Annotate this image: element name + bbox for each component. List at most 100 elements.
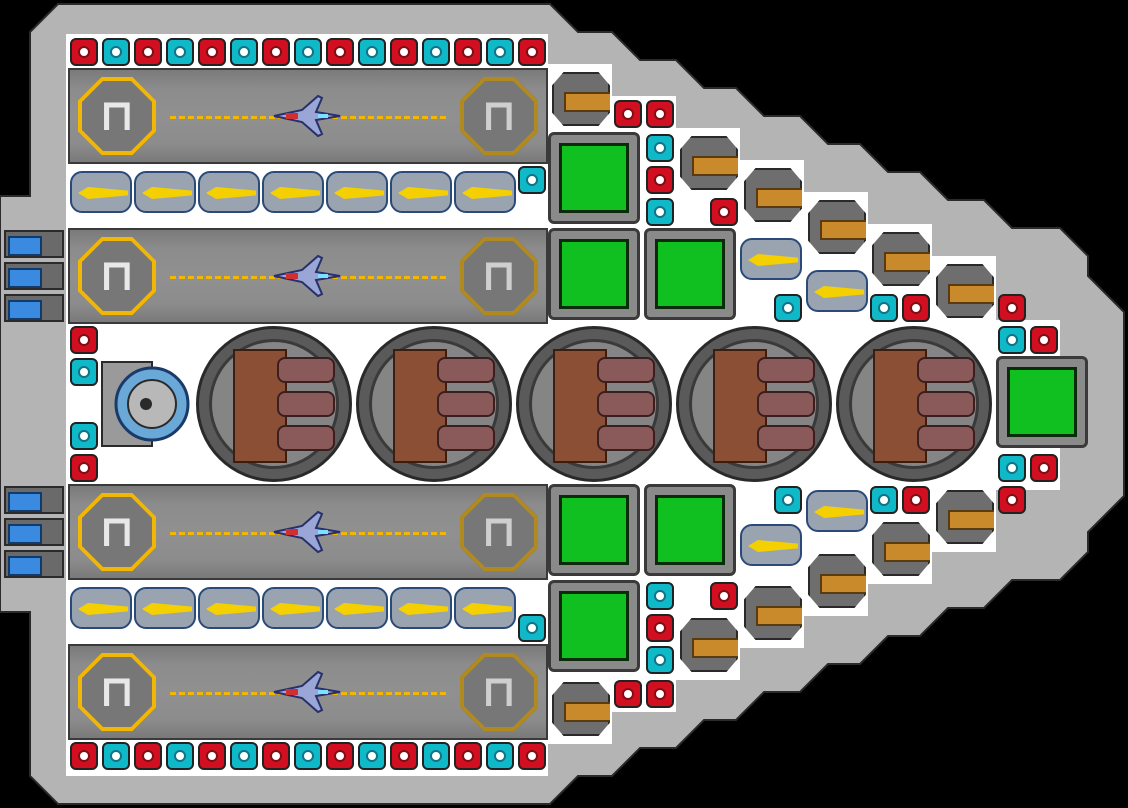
missile-icon[interactable] — [806, 490, 868, 532]
power-node-icon[interactable] — [422, 38, 450, 66]
command-core-icon[interactable] — [100, 358, 190, 450]
reactor-icon[interactable] — [516, 326, 672, 482]
generator-icon[interactable] — [548, 132, 640, 224]
missile-icon[interactable] — [198, 587, 260, 629]
turret-icon[interactable] — [872, 522, 930, 576]
power-node-icon[interactable] — [614, 100, 642, 128]
power-node-icon[interactable] — [134, 742, 162, 770]
power-node-icon[interactable] — [518, 38, 546, 66]
power-node-icon[interactable] — [870, 294, 898, 322]
power-node-icon[interactable] — [166, 742, 194, 770]
turret-icon[interactable] — [680, 618, 738, 672]
turret-icon[interactable] — [744, 168, 802, 222]
power-node-icon[interactable] — [646, 100, 674, 128]
power-node-icon[interactable] — [646, 166, 674, 194]
generator-icon[interactable] — [548, 484, 640, 576]
power-node-icon[interactable] — [774, 486, 802, 514]
power-node-icon[interactable] — [710, 198, 738, 226]
missile-icon[interactable] — [454, 587, 516, 629]
power-node-icon[interactable] — [262, 742, 290, 770]
power-node-icon[interactable] — [454, 742, 482, 770]
landing-pad-icon[interactable]: ⊓ — [460, 237, 538, 315]
missile-icon[interactable] — [262, 171, 324, 213]
power-node-icon[interactable] — [1030, 454, 1058, 482]
power-node-icon[interactable] — [390, 742, 418, 770]
fighter-icon[interactable] — [272, 252, 342, 300]
power-node-icon[interactable] — [646, 582, 674, 610]
missile-icon[interactable] — [70, 171, 132, 213]
missile-icon[interactable] — [70, 587, 132, 629]
power-node-icon[interactable] — [294, 38, 322, 66]
power-node-icon[interactable] — [902, 486, 930, 514]
power-node-icon[interactable] — [70, 326, 98, 354]
turret-icon[interactable] — [808, 554, 866, 608]
power-node-icon[interactable] — [774, 294, 802, 322]
power-node-icon[interactable] — [870, 486, 898, 514]
power-node-icon[interactable] — [454, 38, 482, 66]
reactor-icon[interactable] — [676, 326, 832, 482]
landing-pad-icon[interactable]: ⊓ — [78, 653, 156, 731]
power-node-icon[interactable] — [646, 646, 674, 674]
power-node-icon[interactable] — [518, 614, 546, 642]
landing-pad-icon[interactable]: ⊓ — [78, 493, 156, 571]
power-node-icon[interactable] — [518, 166, 546, 194]
power-node-icon[interactable] — [998, 454, 1026, 482]
power-node-icon[interactable] — [70, 422, 98, 450]
power-node-icon[interactable] — [294, 742, 322, 770]
missile-icon[interactable] — [134, 587, 196, 629]
missile-icon[interactable] — [740, 238, 802, 280]
power-node-icon[interactable] — [326, 742, 354, 770]
missile-icon[interactable] — [134, 171, 196, 213]
power-node-icon[interactable] — [998, 294, 1026, 322]
power-node-icon[interactable] — [422, 742, 450, 770]
landing-pad-icon[interactable]: ⊓ — [460, 493, 538, 571]
generator-icon[interactable] — [548, 580, 640, 672]
power-node-icon[interactable] — [646, 198, 674, 226]
thruster-icon[interactable] — [4, 294, 64, 322]
fighter-icon[interactable] — [272, 508, 342, 556]
power-node-icon[interactable] — [198, 38, 226, 66]
missile-icon[interactable] — [326, 171, 388, 213]
turret-icon[interactable] — [872, 232, 930, 286]
thruster-icon[interactable] — [4, 550, 64, 578]
missile-icon[interactable] — [740, 524, 802, 566]
power-node-icon[interactable] — [1030, 326, 1058, 354]
power-node-icon[interactable] — [166, 38, 194, 66]
generator-icon[interactable] — [644, 228, 736, 320]
thruster-icon[interactable] — [4, 262, 64, 290]
missile-icon[interactable] — [262, 587, 324, 629]
power-node-icon[interactable] — [614, 680, 642, 708]
turret-icon[interactable] — [552, 72, 610, 126]
missile-icon[interactable] — [454, 171, 516, 213]
landing-pad-icon[interactable]: ⊓ — [78, 237, 156, 315]
turret-icon[interactable] — [936, 264, 994, 318]
power-node-icon[interactable] — [198, 742, 226, 770]
generator-icon[interactable] — [996, 356, 1088, 448]
missile-icon[interactable] — [198, 171, 260, 213]
turret-icon[interactable] — [936, 490, 994, 544]
power-node-icon[interactable] — [102, 38, 130, 66]
power-node-icon[interactable] — [646, 134, 674, 162]
thruster-icon[interactable] — [4, 518, 64, 546]
fighter-icon[interactable] — [272, 92, 342, 140]
power-node-icon[interactable] — [518, 742, 546, 770]
power-node-icon[interactable] — [326, 38, 354, 66]
missile-icon[interactable] — [806, 270, 868, 312]
power-node-icon[interactable] — [358, 38, 386, 66]
power-node-icon[interactable] — [998, 486, 1026, 514]
landing-pad-icon[interactable]: ⊓ — [78, 77, 156, 155]
turret-icon[interactable] — [808, 200, 866, 254]
power-node-icon[interactable] — [262, 38, 290, 66]
power-node-icon[interactable] — [646, 614, 674, 642]
thruster-icon[interactable] — [4, 230, 64, 258]
missile-icon[interactable] — [326, 587, 388, 629]
landing-pad-icon[interactable]: ⊓ — [460, 77, 538, 155]
power-node-icon[interactable] — [646, 680, 674, 708]
power-node-icon[interactable] — [102, 742, 130, 770]
power-node-icon[interactable] — [486, 38, 514, 66]
turret-icon[interactable] — [552, 682, 610, 736]
power-node-icon[interactable] — [998, 326, 1026, 354]
power-node-icon[interactable] — [902, 294, 930, 322]
power-node-icon[interactable] — [70, 38, 98, 66]
power-node-icon[interactable] — [358, 742, 386, 770]
